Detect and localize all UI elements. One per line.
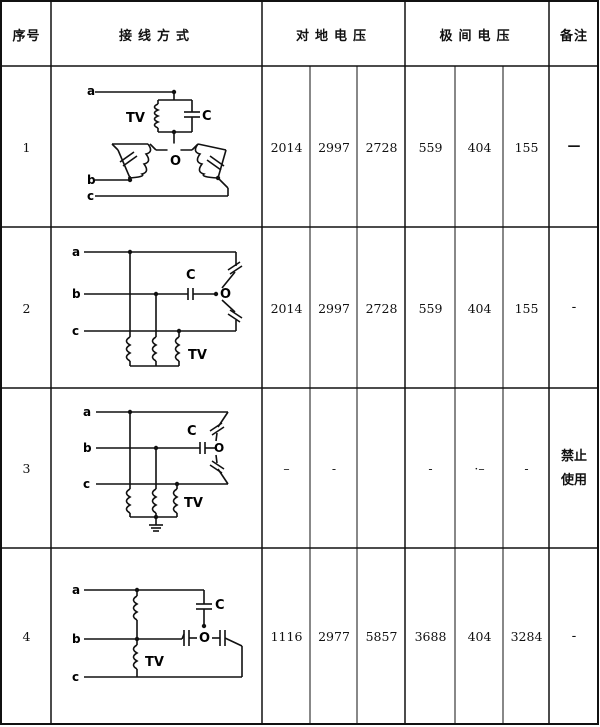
row-2-seq: 2 [22, 300, 31, 316]
capacitor-label: C [202, 109, 212, 124]
row-2-pole-2: 404 [467, 300, 492, 316]
row-3-seq: 3 [22, 461, 31, 476]
row-1-seq: 1 [22, 139, 31, 155]
phase-c-label: c [87, 189, 94, 203]
row-4-remark: - [550, 549, 598, 724]
phase-c-label: c [72, 324, 79, 338]
wiring-diagram-3: a b c C O TV [83, 405, 229, 532]
row-3-ground-c [358, 389, 405, 548]
row-1-remark: — [550, 67, 598, 227]
row-4-pole-2: 404 [467, 629, 492, 644]
phase-b-label: b [83, 441, 92, 455]
row-2-pole-1: 559 [418, 300, 443, 316]
row-3-ground-a: – [283, 461, 290, 476]
row-4-ground-c: 5857 [365, 629, 398, 644]
row-1-pole-2: 404 [467, 139, 492, 155]
row-1-pole-1: 559 [418, 139, 443, 155]
header-remark: 备注 [559, 28, 588, 44]
row-4-seq: 4 [22, 629, 31, 644]
capacitor-label: C [215, 598, 225, 613]
phase-b-label: b [87, 173, 96, 187]
row-2-remark: - [550, 228, 598, 388]
row-4-pole-1: 3688 [414, 629, 447, 644]
phase-b-label: b [72, 287, 81, 301]
phase-a-label: a [83, 405, 91, 419]
row-3-pole-2: ·– [474, 461, 485, 476]
wiring-diagram-4: a b c C O TV [72, 583, 243, 684]
neutral-label: O [220, 287, 231, 302]
header-pole-voltage: 极间电压 [439, 28, 516, 44]
row-3-remark: 禁止 使用 [550, 389, 598, 548]
wiring-diagram-1: O a b c TV C [87, 84, 229, 203]
header-seq: 序号 [12, 28, 41, 44]
row-1-pole-3: 155 [514, 139, 539, 155]
row-2-ground-c: 2728 [365, 300, 398, 316]
neutral-label: O [214, 441, 224, 455]
row-3-pole-1: - [428, 461, 433, 476]
wiring-diagram-2: O a b c C TV [72, 245, 243, 367]
tv-label: TV [188, 348, 207, 363]
row-1-ground-a: 2014 [270, 139, 303, 155]
row-3-remark-line-2: 使用 [560, 472, 587, 488]
row-3-remark-line-1: 禁止 [560, 448, 587, 464]
row-2-pole-3: 155 [514, 300, 539, 316]
row-1-remark-text: — [567, 139, 581, 154]
row-4-ground-a: 1116 [270, 629, 303, 644]
row-2-remark-text: - [571, 300, 577, 315]
tv-label: TV [145, 655, 164, 670]
neutral-label: O [199, 631, 210, 646]
phase-a-label: a [87, 84, 95, 98]
row-1-ground-b: 2997 [318, 139, 350, 155]
phase-c-label: c [72, 670, 79, 684]
phase-b-label: b [72, 632, 81, 646]
phase-a-label: a [72, 583, 80, 597]
row-1-ground-c: 2728 [365, 139, 398, 155]
tv-label: TV [126, 111, 145, 126]
neutral-label: O [170, 154, 181, 169]
row-4-pole-3: 3284 [510, 629, 543, 644]
header-ground-voltage: 对地电压 [295, 28, 372, 44]
row-4-ground-b: 2977 [318, 629, 350, 644]
phase-a-label: a [72, 245, 80, 259]
row-3-pole-3: - [524, 461, 529, 476]
row-4-remark-text: - [571, 628, 577, 644]
tv-label: TV [184, 496, 203, 511]
phase-c-label: c [83, 477, 90, 491]
row-2-ground-a: 2014 [270, 300, 303, 316]
capacitor-label: C [187, 424, 197, 439]
row-3-ground-b: - [331, 461, 337, 476]
row-2-ground-b: 2997 [318, 300, 350, 316]
header-wiring: 接线方式 [118, 28, 195, 44]
capacitor-label: C [186, 268, 196, 283]
